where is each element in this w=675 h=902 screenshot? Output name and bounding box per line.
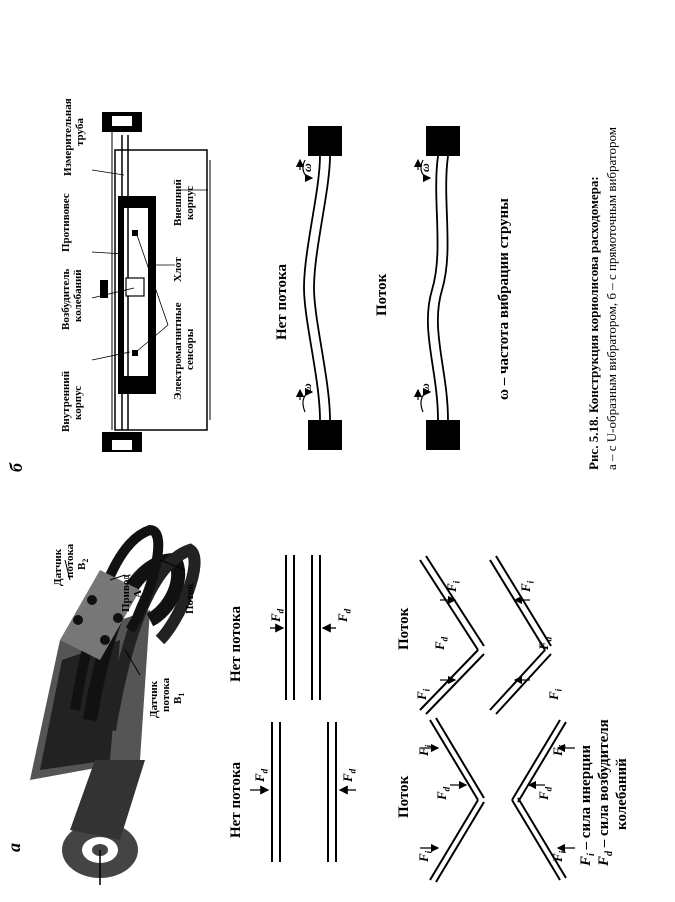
omega-1: ω [300, 383, 314, 392]
omega-2: ω [300, 163, 314, 172]
sensor-bar [60, 570, 140, 660]
omega-caption: ω – частота вибрации струны [496, 198, 512, 400]
figure-caption-line1: Рис. 5.18. Конструкция кориолисова расхо… [586, 176, 601, 470]
outer-case-shape [114, 149, 208, 431]
figure-caption-line2: а – с U-образным вибратором, б – с прямо… [604, 127, 619, 470]
no-flow-left-diagram [250, 722, 356, 862]
flow-right-diagram [419, 555, 552, 715]
string-flow-title: Поток [374, 273, 390, 316]
omega-4: ω [418, 163, 432, 172]
string-no-flow-title: Нет потока [274, 264, 290, 340]
omega-3: ω [418, 383, 432, 392]
exciter-shape [125, 277, 145, 297]
flow-string [413, 126, 460, 450]
flow-left-diagram [420, 717, 575, 883]
no-flow-string [295, 126, 342, 450]
no-flow-right-diagram [270, 555, 336, 700]
